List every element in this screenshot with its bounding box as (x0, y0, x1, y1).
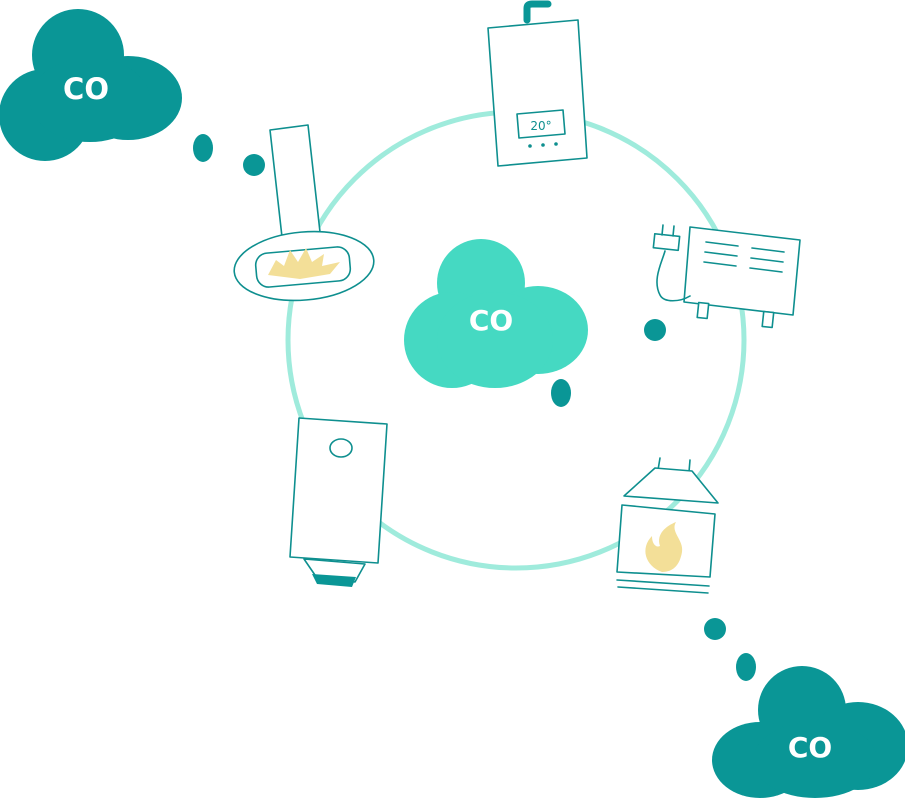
co-label: CO (469, 304, 513, 337)
dot (193, 134, 213, 162)
dot (704, 618, 726, 640)
dot (551, 379, 571, 407)
fireplace-icon (616, 457, 719, 594)
electric-heater-icon (652, 224, 801, 329)
gas-stove-icon (233, 124, 375, 302)
water-heater-icon (289, 417, 388, 587)
dot (644, 319, 666, 341)
co-cloud-bottom-right: CO (712, 666, 905, 798)
dot (243, 154, 265, 176)
boiler-icon: 20° (487, 0, 588, 167)
dot (736, 653, 756, 681)
co-label: CO (63, 72, 109, 106)
co-label: CO (788, 731, 832, 764)
flame-icon (268, 248, 340, 279)
boiler-display: 20° (530, 119, 551, 133)
flame-icon (645, 522, 683, 572)
co-cloud-center: CO (404, 239, 588, 388)
co-cloud-top-left: CO (0, 9, 182, 161)
